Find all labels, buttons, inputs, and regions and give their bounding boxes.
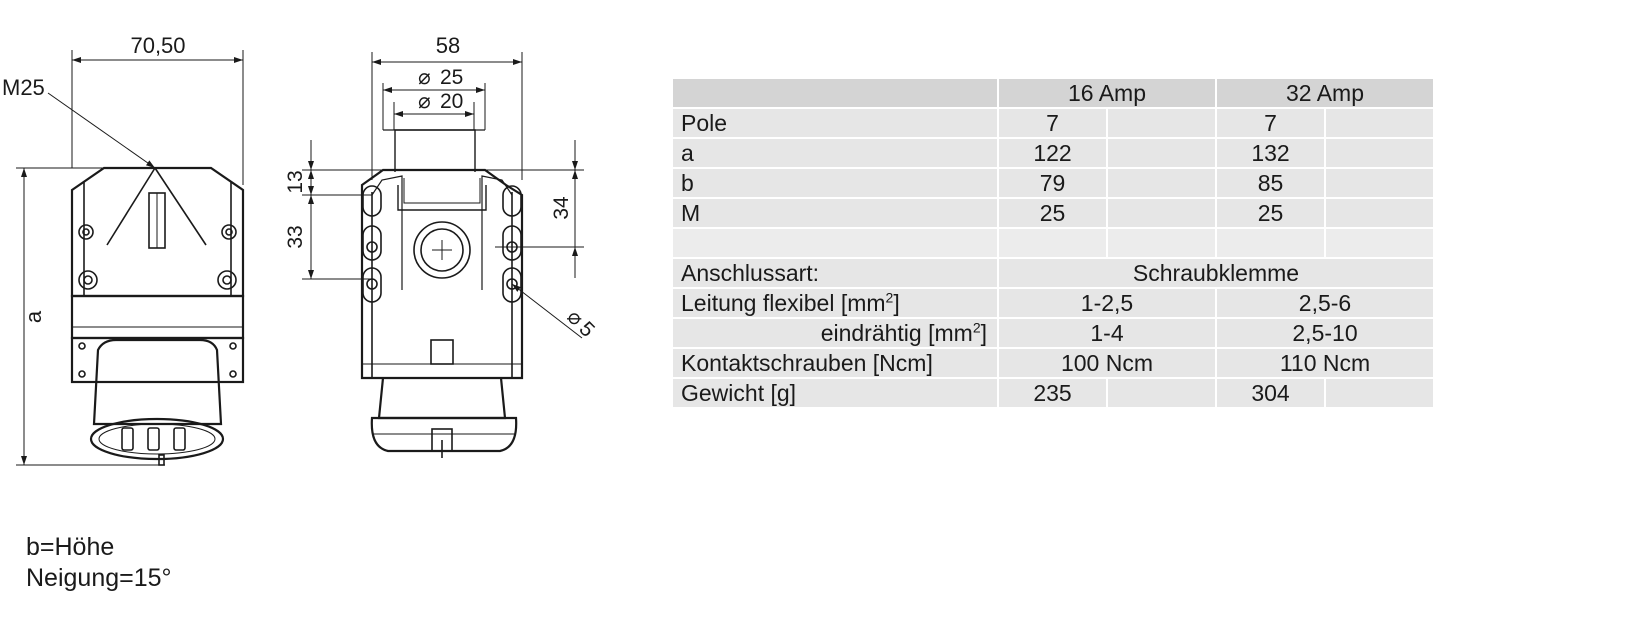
value-16: 1-4 [999, 319, 1215, 347]
spacer-cell [1217, 229, 1324, 257]
spacer-cell [1326, 229, 1433, 257]
dim-height-symbol: a [21, 310, 46, 323]
note-tilt: Neigung=15° [26, 564, 172, 592]
spacer-cell [1108, 229, 1215, 257]
spacer-cell [673, 229, 997, 257]
spacer-cell [1108, 109, 1215, 137]
row-label: M [673, 199, 997, 227]
dim-width-front: 58 [436, 33, 460, 58]
technical-drawing: 70,50 M25 a [2, 33, 599, 466]
connection-value: Schraubklemme [999, 259, 1433, 287]
table-header-row: 16 Amp 32 Amp [673, 79, 1433, 107]
value-32: 85 [1217, 169, 1324, 197]
side-view-dimensions [21, 57, 243, 465]
notes: b=Höhe Neigung=15° [26, 532, 172, 594]
front-view-dimensions [308, 59, 583, 339]
dim-hole-diameter-label: ⌀ 5 [562, 305, 599, 342]
superscript-two: 2 [972, 319, 981, 336]
dim-diameter-outer: 25 [440, 66, 463, 89]
dim-thread: M25 [2, 75, 45, 100]
value-16: 235 [999, 379, 1106, 407]
spacer-cell [1326, 139, 1433, 167]
spacer-cell [1326, 199, 1433, 227]
table-row: Pole 7 7 [673, 109, 1433, 137]
row-label: Gewicht [g] [673, 379, 997, 407]
note-height: b=Höhe [26, 533, 115, 561]
value-32: 2,5-6 [1217, 289, 1433, 317]
value-16: 7 [999, 109, 1106, 137]
spacer-cell [1108, 199, 1215, 227]
dim-right-height: 34 [550, 196, 573, 220]
value-16: 1-2,5 [999, 289, 1215, 317]
table-row: Anschlussart: Schraubklemme [673, 259, 1433, 287]
spacer-cell [1326, 169, 1433, 197]
table-row: b 79 85 [673, 169, 1433, 197]
spacer-cell [1108, 139, 1215, 167]
row-label-cable-solid: eindrähtig [mm2] [673, 319, 997, 347]
cable-solid-label: eindrähtig [mm [820, 320, 973, 346]
value-32: 110 Ncm [1217, 349, 1433, 377]
spacer-cell [999, 229, 1106, 257]
table-blank-row [673, 229, 1433, 257]
header-16-amp: 16 Amp [999, 79, 1215, 107]
spacer-cell [1108, 379, 1215, 407]
front-view-drawing [302, 52, 584, 458]
value-16: 25 [999, 199, 1106, 227]
value-32: 2,5-10 [1217, 319, 1433, 347]
dim-diameter-inner-symbol: ⌀ [418, 90, 431, 113]
value-32: 25 [1217, 199, 1324, 227]
spec-table: 16 Amp 32 Amp Pole 7 7 a 122 132 b 79 85… [671, 77, 1435, 409]
header-32-amp: 32 Amp [1217, 79, 1433, 107]
row-label: a [673, 139, 997, 167]
superscript-two: 2 [885, 289, 894, 306]
row-label: Pole [673, 109, 997, 137]
dim-hole-spacing: 33 [284, 225, 307, 248]
value-32: 304 [1217, 379, 1324, 407]
table-row: M 25 25 [673, 199, 1433, 227]
value-16: 100 Ncm [999, 349, 1215, 377]
dim-diameter-outer-symbol: ⌀ [418, 66, 431, 89]
value-16: 79 [999, 169, 1106, 197]
row-label-cable-flexible: Leitung flexibel [mm2] [673, 289, 997, 317]
spacer-cell [1326, 379, 1433, 407]
table-row: a 122 132 [673, 139, 1433, 167]
table-row: eindrähtig [mm2] 1-4 2,5-10 [673, 319, 1433, 347]
value-32: 132 [1217, 139, 1324, 167]
header-empty-cell [673, 79, 997, 107]
dim-width-top: 70,50 [130, 33, 185, 58]
value-32: 7 [1217, 109, 1324, 137]
dim-diameter-inner: 20 [440, 90, 463, 113]
row-label: Anschlussart: [673, 259, 997, 287]
spacer-cell [1108, 169, 1215, 197]
table-row: Leitung flexibel [mm2] 1-2,5 2,5-6 [673, 289, 1433, 317]
bracket-close: ] [980, 320, 987, 346]
dim-upper-gap: 13 [284, 170, 307, 193]
row-label: b [673, 169, 997, 197]
spacer-cell [1326, 109, 1433, 137]
bracket-close: ] [893, 290, 900, 316]
table-row: Kontaktschrauben [Ncm] 100 Ncm 110 Ncm [673, 349, 1433, 377]
table-row: Gewicht [g] 235 304 [673, 379, 1433, 407]
row-label: Kontaktschrauben [Ncm] [673, 349, 997, 377]
cable-flexible-label: Leitung flexibel [mm [681, 290, 886, 316]
value-16: 122 [999, 139, 1106, 167]
side-view-drawing [16, 50, 245, 466]
